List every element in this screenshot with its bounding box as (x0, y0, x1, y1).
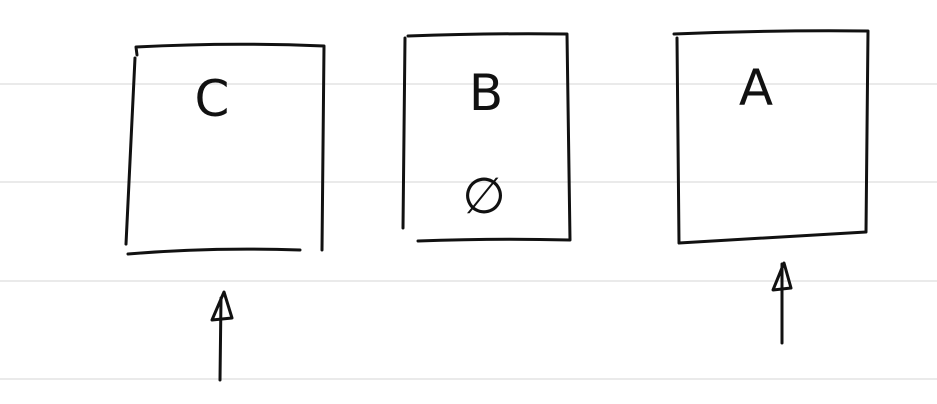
box-b-label: B (469, 64, 503, 122)
ruled-lines (0, 83, 937, 380)
box-b-empty-set-symbol: ∅ (462, 167, 506, 225)
box-c-outline (124, 42, 326, 256)
up-arrow-icon (771, 261, 793, 345)
box-a-outline (672, 29, 870, 245)
up-arrow-icon (210, 290, 234, 382)
box-c-label: C (195, 70, 230, 128)
box-b: B ∅ (401, 32, 572, 243)
box-c: C (124, 42, 326, 256)
box-a: A (672, 29, 870, 245)
box-b-outline (401, 32, 572, 243)
box-a-label: A (739, 59, 773, 117)
